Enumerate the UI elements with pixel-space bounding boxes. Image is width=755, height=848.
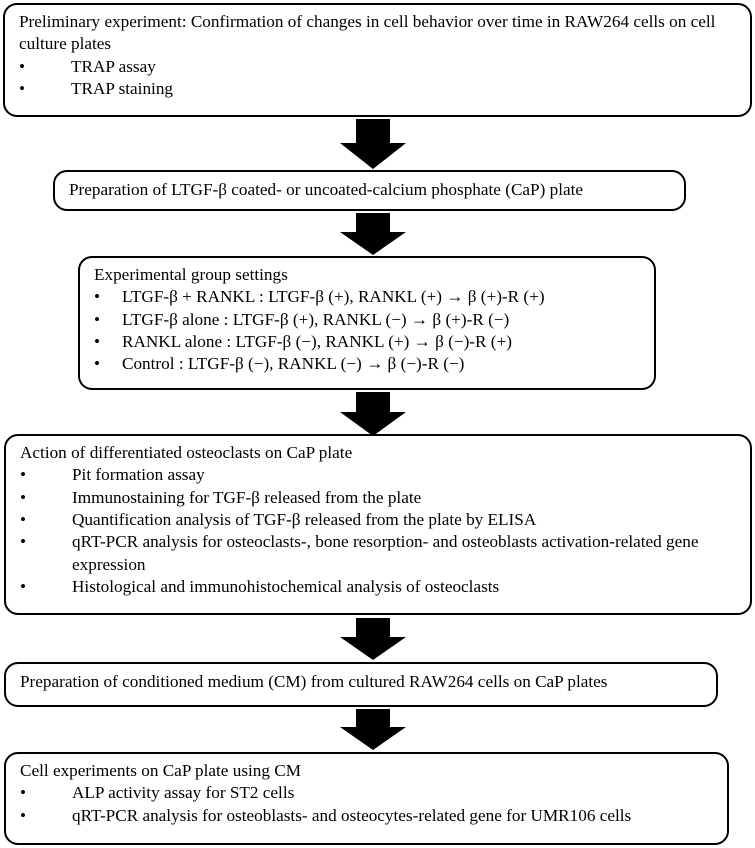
bullet-icon: • xyxy=(94,332,101,352)
bullet-icon: • xyxy=(94,354,101,374)
list-item: • Immunostaining for TGF-β released from … xyxy=(20,487,738,509)
node-heading: Preparation of conditioned medium (CM) f… xyxy=(20,672,608,691)
list-item-label: Control : LTGF-β (−), RANKL (−) → β (−)-… xyxy=(122,354,465,374)
list-item-label: Quantification analysis of TGF-β release… xyxy=(72,510,537,530)
bullet-icon: • xyxy=(94,287,101,307)
node-content: Action of differentiated osteoclasts on … xyxy=(6,436,750,605)
down-block-arrow-icon xyxy=(340,709,406,750)
flow-node-osteoclast-action: Action of differentiated osteoclasts on … xyxy=(4,434,752,615)
node-heading: Experimental group settings xyxy=(94,265,288,284)
down-block-arrow-icon xyxy=(340,392,406,436)
list-item: • qRT-PCR analysis for osteoclasts-, bone… xyxy=(20,531,738,576)
list-item-label: LTGF-β + RANKL : LTGF-β (+), RANKL (+) →… xyxy=(122,287,545,307)
list-item-label: ALP activity assay for ST2 cells xyxy=(72,783,295,803)
list-item: • Control : LTGF-β (−), RANKL (−) → β (−)… xyxy=(94,353,642,375)
flow-node-conditioned-medium: Preparation of conditioned medium (CM) f… xyxy=(4,662,718,707)
flow-node-cap-plate-preparation: Preparation of LTGF-β coated- or uncoate… xyxy=(53,170,686,211)
bullet-icon: • xyxy=(20,577,27,597)
list-item-label: LTGF-β alone : LTGF-β (+), RANKL (−) → β… xyxy=(122,309,510,329)
list-item-label: TRAP assay xyxy=(71,56,156,76)
node-content: Preparation of LTGF-β coated- or uncoate… xyxy=(55,172,684,207)
flow-node-cell-experiments-cm: Cell experiments on CaP plate using CM •… xyxy=(4,752,729,845)
bullet-icon: • xyxy=(20,510,27,530)
node-bullet-list: • LTGF-β + RANKL : LTGF-β (+), RANKL (+) … xyxy=(94,286,642,375)
list-item-label: TRAP staining xyxy=(71,79,174,99)
down-block-arrow-icon xyxy=(340,618,406,660)
list-item-label: qRT-PCR analysis for osteoblasts- and os… xyxy=(72,805,632,825)
node-heading: Action of differentiated osteoclasts on … xyxy=(20,443,353,462)
flow-node-preliminary-experiment: Preliminary experiment: Confirmation of … xyxy=(3,3,752,117)
bullet-icon: • xyxy=(20,465,27,485)
node-heading: Preliminary experiment: Confirmation of … xyxy=(19,12,720,54)
list-item: • TRAP staining xyxy=(19,78,738,100)
bullet-icon: • xyxy=(20,487,27,507)
bullet-icon: • xyxy=(20,532,27,552)
node-heading: Cell experiments on CaP plate using CM xyxy=(20,761,302,780)
node-content: Experimental group settings • LTGF-β + RA… xyxy=(80,258,654,382)
list-item: • Histological and immunohistochemical an… xyxy=(20,576,738,598)
list-item: • RANKL alone : LTGF-β (−), RANKL (+) → β… xyxy=(94,331,642,353)
list-item: • Pit formation assay xyxy=(20,464,738,486)
list-item-label: RANKL alone : LTGF-β (−), RANKL (+) → β … xyxy=(122,332,512,352)
list-item: • qRT-PCR analysis for osteoblasts- and o… xyxy=(20,805,715,827)
list-item-label: Pit formation assay xyxy=(72,465,205,485)
list-item-label: Histological and immunohistochemical ana… xyxy=(72,577,500,597)
node-bullet-list: • ALP activity assay for ST2 cells • qRT-P… xyxy=(20,782,715,827)
down-block-arrow-icon xyxy=(340,119,406,169)
bullet-icon: • xyxy=(20,805,27,825)
bullet-icon: • xyxy=(19,56,26,76)
list-item: • Quantification analysis of TGF-β releas… xyxy=(20,509,738,531)
node-content: Preliminary experiment: Confirmation of … xyxy=(5,5,750,106)
node-heading: Preparation of LTGF-β coated- or uncoate… xyxy=(69,180,584,199)
node-content: Cell experiments on CaP plate using CM •… xyxy=(6,754,727,833)
bullet-icon: • xyxy=(94,309,101,329)
node-bullet-list: • TRAP assay • TRAP staining xyxy=(19,56,738,101)
list-item: • LTGF-β + RANKL : LTGF-β (+), RANKL (+) … xyxy=(94,286,642,308)
list-item-label: qRT-PCR analysis for osteoclasts-, bone … xyxy=(72,532,699,574)
list-item: • TRAP assay xyxy=(19,56,738,78)
list-item: • ALP activity assay for ST2 cells xyxy=(20,782,715,804)
bullet-icon: • xyxy=(20,783,27,803)
bullet-icon: • xyxy=(19,79,26,99)
flow-node-experimental-groups: Experimental group settings • LTGF-β + RA… xyxy=(78,256,656,390)
node-bullet-list: • Pit formation assay • Immunostaining for… xyxy=(20,464,738,598)
node-content: Preparation of conditioned medium (CM) f… xyxy=(6,664,716,699)
list-item-label: Immunostaining for TGF-β released from t… xyxy=(72,487,422,507)
list-item: • LTGF-β alone : LTGF-β (+), RANKL (−) → … xyxy=(94,309,642,331)
down-block-arrow-icon xyxy=(340,213,406,255)
